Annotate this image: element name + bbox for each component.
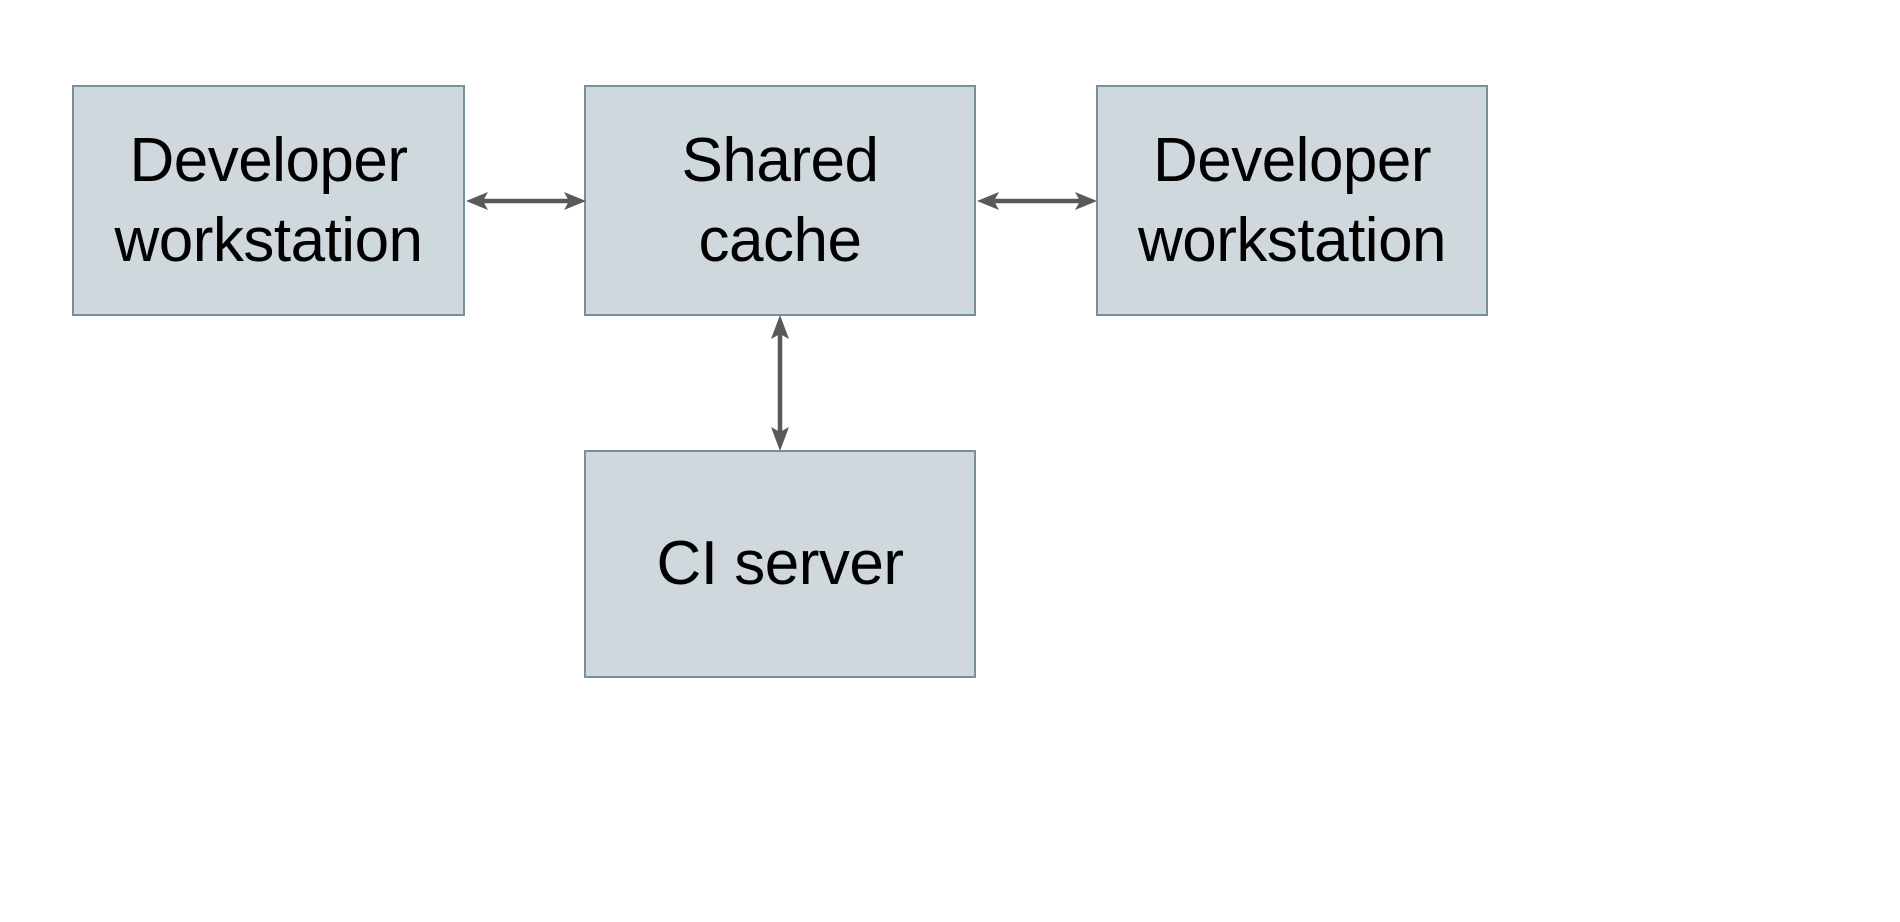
- arrowhead-right-icon: [564, 192, 586, 210]
- node-developer-workstation-left[interactable]: Developer workstation: [72, 85, 465, 316]
- node-shared-cache[interactable]: Shared cache: [584, 85, 976, 316]
- double-arrow-horizontal-left: [466, 192, 586, 210]
- double-arrow-horizontal-right: [977, 192, 1097, 210]
- node-developer-workstation-right[interactable]: Developer workstation: [1096, 85, 1488, 316]
- node-ci-server[interactable]: CI server: [584, 450, 976, 678]
- double-arrow-vertical: [771, 315, 789, 451]
- arrowhead-left-icon: [466, 192, 488, 210]
- node-label-developer-workstation-left: Developer workstation: [114, 126, 423, 275]
- node-label-developer-workstation-right: Developer workstation: [1137, 126, 1447, 275]
- arrowhead-up-icon: [771, 315, 789, 339]
- arrowhead-down-icon: [771, 427, 789, 451]
- node-label-shared-cache: Shared cache: [681, 126, 879, 275]
- connector-left-workstation-to-shared-cache: [466, 192, 586, 210]
- node-label-ci-server: CI server: [656, 529, 904, 599]
- arrowhead-left-icon: [977, 192, 999, 210]
- arrowhead-right-icon: [1075, 192, 1097, 210]
- connector-shared-cache-to-ci-server: [771, 315, 789, 451]
- connector-shared-cache-to-right-workstation: [977, 192, 1097, 210]
